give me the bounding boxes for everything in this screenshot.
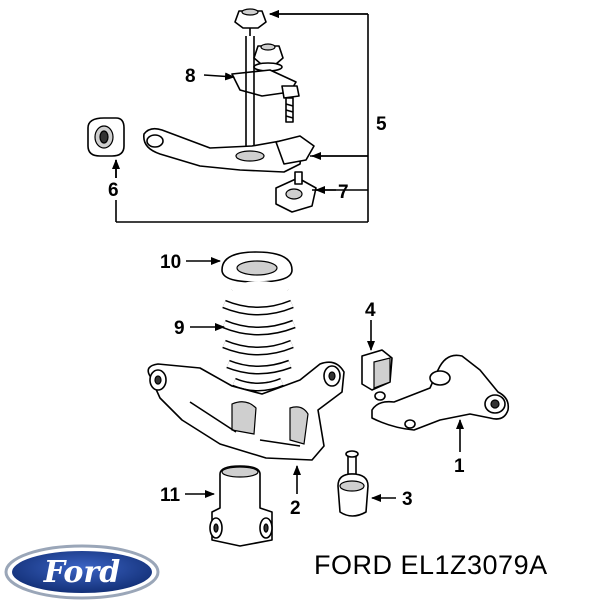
callout-6: 6: [108, 180, 119, 201]
callout-8: 8: [185, 66, 196, 87]
callout-9: 9: [174, 318, 185, 339]
ford-logo: Ford: [4, 544, 160, 600]
callout-2: 2: [290, 498, 301, 519]
callout-11: 11: [160, 485, 181, 506]
part-number-label: FORD EL1Z3079A: [314, 550, 548, 580]
callout-1: 1: [454, 456, 465, 477]
lower-arm-bushing: [209, 465, 273, 547]
callout-3: 3: [402, 489, 413, 510]
callout-4: 4: [365, 300, 376, 321]
ford-logo-script: Ford: [43, 555, 120, 590]
lower-control-arm: [147, 361, 345, 461]
control-arm-bushing: [87, 117, 125, 157]
callout-5: 5: [376, 114, 387, 135]
top-nut: [234, 8, 267, 36]
upper-ball-joint: [275, 171, 317, 213]
upper-nut-washer: [253, 43, 284, 72]
lower-ball-joint: [337, 450, 369, 517]
callout-7: 7: [338, 182, 349, 203]
steering-knuckle: [371, 354, 510, 431]
coil-spring: [221, 251, 296, 392]
bump-stop: [361, 349, 393, 391]
upper-control-arm-assembly: [87, 8, 369, 223]
bracket-bolt: [281, 85, 300, 123]
callout-10: 10: [160, 252, 181, 273]
